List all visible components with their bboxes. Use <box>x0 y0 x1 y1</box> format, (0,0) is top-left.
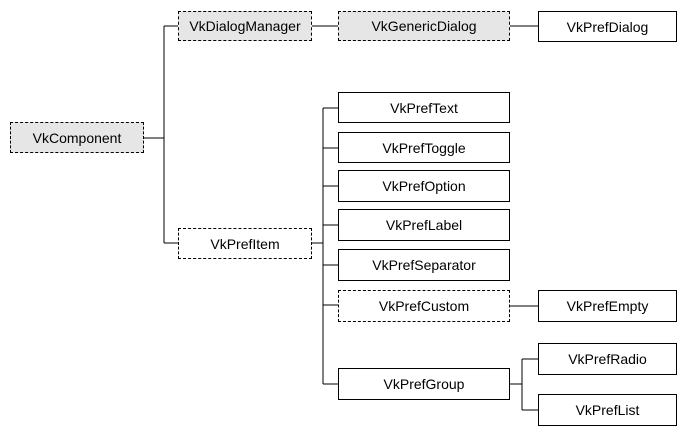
vk-pref-radio-node: VkPrefRadio <box>538 343 677 375</box>
vk-pref-option-node: VkPrefOption <box>338 170 510 202</box>
vk-pref-toggle-node: VkPrefToggle <box>338 132 510 163</box>
vk-dialog-manager-node: VkDialogManager <box>178 11 312 41</box>
vk-pref-empty-node: VkPrefEmpty <box>538 290 677 322</box>
vk-pref-custom-node: VkPrefCustom <box>338 290 510 322</box>
vk-pref-dialog-node: VkPrefDialog <box>538 11 677 42</box>
vk-pref-list-node: VkPrefList <box>538 394 677 426</box>
vk-pref-label-node: VkPrefLabel <box>338 209 510 241</box>
vk-pref-group-node: VkPrefGroup <box>338 368 510 400</box>
vk-component-node: VkComponent <box>10 122 144 153</box>
vk-pref-item-node: VkPrefItem <box>178 228 312 259</box>
vk-pref-separator-node: VkPrefSeparator <box>338 249 510 281</box>
vk-pref-text-node: VkPrefText <box>338 92 510 123</box>
vk-generic-dialog-node: VkGenericDialog <box>338 11 510 41</box>
